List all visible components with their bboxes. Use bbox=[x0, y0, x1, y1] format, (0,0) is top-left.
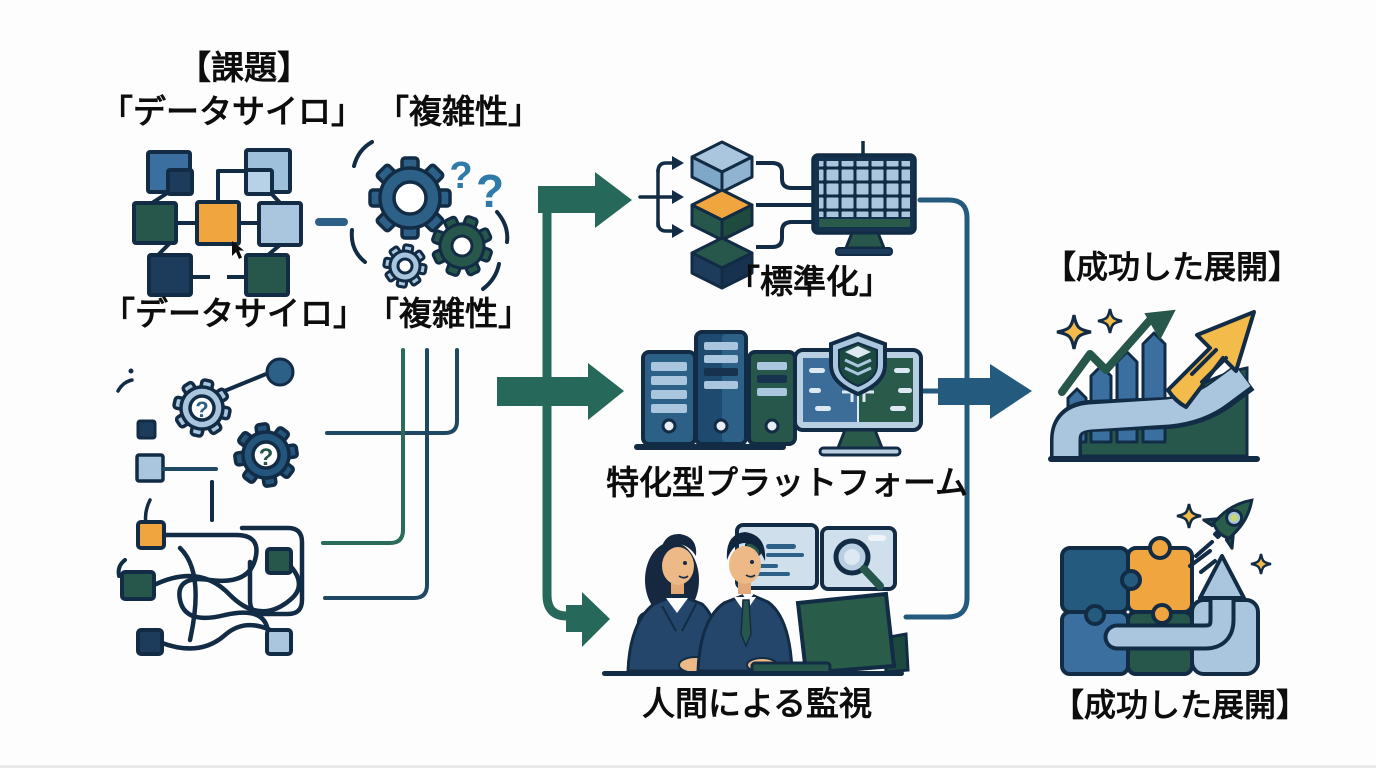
link-dash bbox=[315, 218, 348, 226]
label-success-top: 【成功した展開】 bbox=[1044, 249, 1301, 285]
challenges-title: 【課題】 bbox=[178, 49, 310, 86]
question-mark-glyph: ? bbox=[195, 397, 208, 422]
question-mark-glyph: ? bbox=[476, 165, 504, 217]
desk-line bbox=[602, 671, 904, 676]
sparkle-icon bbox=[1057, 315, 1091, 349]
label-complexity-top: 「複雑性」 bbox=[376, 93, 541, 130]
label-human-oversight: 人間による監視 bbox=[642, 685, 873, 722]
sparkle-icon bbox=[1098, 309, 1122, 333]
arrow-to-success bbox=[938, 364, 1032, 419]
arrow-to-platform bbox=[497, 363, 624, 420]
arrow-to-standardization bbox=[538, 172, 632, 228]
rocket-icon bbox=[1202, 498, 1254, 550]
label-standardization: 「標準化」 bbox=[727, 263, 892, 300]
grid-monitor-icon bbox=[811, 141, 917, 256]
growth-chart-icon bbox=[1048, 309, 1260, 462]
analysts-at-desk-icon bbox=[626, 532, 794, 674]
flow-trunk bbox=[542, 211, 568, 621]
uncertain-gears-icon: ? ? bbox=[116, 357, 299, 526]
branch-flow-arrows bbox=[497, 172, 632, 647]
sparkle-icon bbox=[1177, 504, 1201, 528]
label-success-bottom: 【成功した展開】 bbox=[1052, 687, 1309, 723]
shield-monitor-icon bbox=[793, 331, 923, 457]
server-towers-icon bbox=[634, 330, 797, 450]
puzzle-rocket-icon bbox=[1060, 486, 1271, 676]
magnifier-handle bbox=[860, 565, 884, 590]
sparkle-icon bbox=[1251, 554, 1271, 574]
label-data-silo-bottom: 「データサイロ」 bbox=[102, 295, 366, 332]
challenge-connector-lines bbox=[321, 348, 459, 600]
label-specialized-platform: 特化型プラットフォーム bbox=[606, 464, 969, 501]
tangled-connections-icon bbox=[116, 480, 305, 656]
layered-boxes-icon bbox=[638, 140, 813, 290]
magnifier-screen-icon bbox=[820, 526, 897, 591]
complexity-gears-icon: ? ? bbox=[349, 140, 510, 291]
data-silo-network-icon bbox=[132, 148, 348, 297]
label-complexity-bottom: 「複雑性」 bbox=[366, 295, 531, 332]
speed-dashes bbox=[1188, 540, 1217, 574]
image-bottom-edge bbox=[0, 765, 1376, 768]
outcome-connector bbox=[903, 197, 1032, 620]
mouse-cursor-icon bbox=[232, 241, 244, 259]
arrow-to-oversight bbox=[566, 592, 610, 647]
label-data-silo-top: 「データサイロ」 bbox=[100, 93, 364, 130]
question-mark-glyph: ? bbox=[449, 155, 472, 197]
question-mark-glyph: ? bbox=[259, 444, 274, 471]
